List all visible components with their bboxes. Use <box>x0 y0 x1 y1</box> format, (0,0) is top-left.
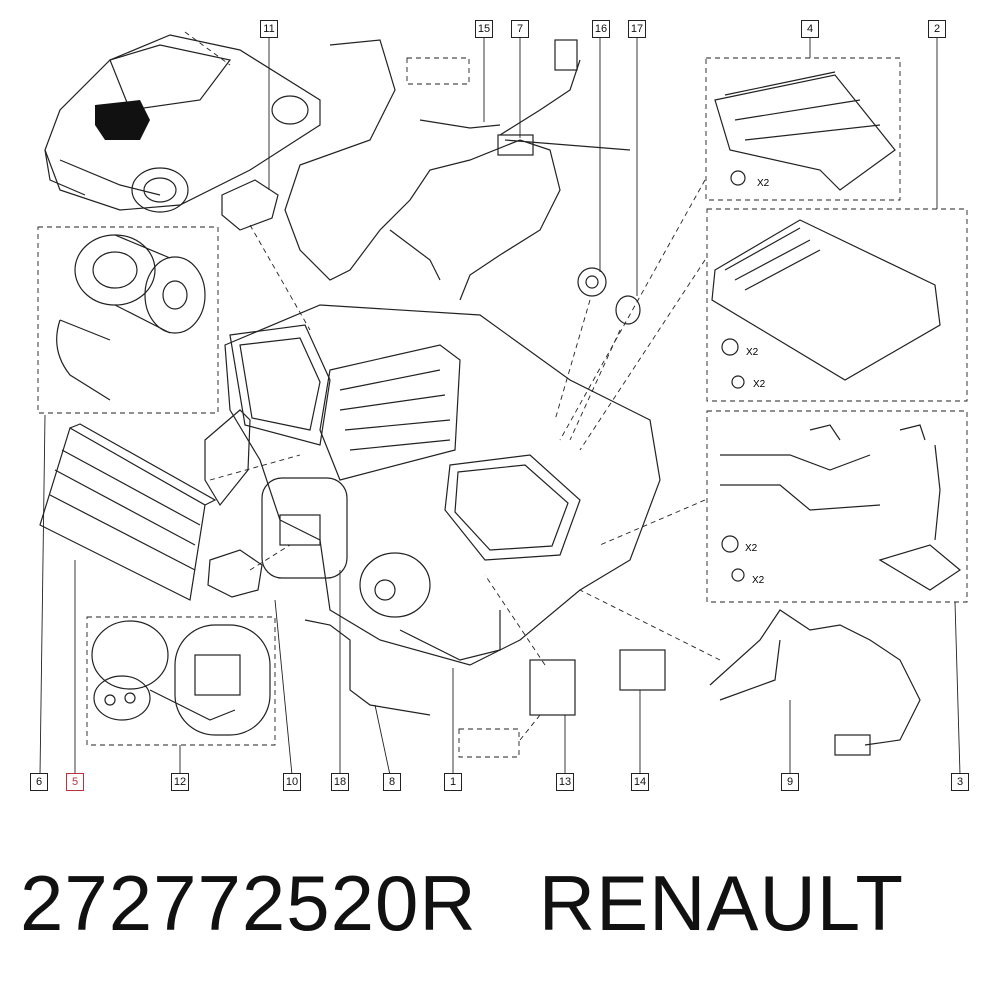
callout-11: 11 <box>260 20 278 38</box>
callout-3: 3 <box>951 773 969 791</box>
actuator-small <box>221 179 279 231</box>
fan-resistor-harness <box>709 609 921 746</box>
drain-pipe <box>304 619 431 716</box>
blower-group-box <box>37 226 219 414</box>
flap-actuator-14 <box>619 649 666 691</box>
callout-6: 6 <box>30 773 48 791</box>
quantity-label-4: X2 <box>757 178 770 189</box>
callout-1: 1 <box>444 773 462 791</box>
callout-5-highlighted: 5 <box>66 773 84 791</box>
hvac-housing <box>224 304 661 666</box>
sensor-connector <box>207 549 263 598</box>
heater-core <box>714 71 896 191</box>
callout-8: 8 <box>383 773 401 791</box>
harness-dashed-box <box>406 57 470 85</box>
callout-13: 13 <box>556 773 574 791</box>
bracket <box>204 409 251 507</box>
flap-motor-set <box>91 620 271 736</box>
callout-18: 18 <box>331 773 349 791</box>
callout-14: 14 <box>631 773 649 791</box>
sensor-16 <box>577 267 607 297</box>
quantity-label-2b: X2 <box>753 379 766 390</box>
callout-17: 17 <box>628 20 646 38</box>
heater-core-group-box <box>705 57 901 201</box>
brand-name: RENAULT <box>538 859 905 947</box>
quantity-label-3b: X2 <box>752 575 765 586</box>
cabin-filter <box>39 423 217 601</box>
car-illustration <box>44 34 321 213</box>
callout-12: 12 <box>171 773 189 791</box>
grommet-17 <box>615 295 641 325</box>
callout-10: 10 <box>283 773 301 791</box>
resistor-dashed-box <box>458 728 520 758</box>
callout-2: 2 <box>928 20 946 38</box>
blower-resistor-13 <box>529 659 576 716</box>
callout-15: 15 <box>475 20 493 38</box>
blower-motor <box>56 234 206 401</box>
part-caption: 272772520R RENAULT <box>20 858 904 949</box>
callout-7: 7 <box>511 20 529 38</box>
quantity-label-3a: X2 <box>745 543 758 554</box>
wiring-harness <box>284 39 631 301</box>
quantity-label-2a: X2 <box>746 347 759 358</box>
callout-9: 9 <box>781 773 799 791</box>
callout-16: 16 <box>592 20 610 38</box>
heater-matrix <box>711 219 941 389</box>
part-number: 272772520R <box>20 859 477 947</box>
hvac-location-marker <box>95 100 150 140</box>
pipes-group-box <box>706 410 968 603</box>
heater-matrix-group-box <box>706 208 968 402</box>
flap-motor-group-box <box>86 616 276 746</box>
coolant-pipes <box>720 424 962 591</box>
callout-4: 4 <box>801 20 819 38</box>
